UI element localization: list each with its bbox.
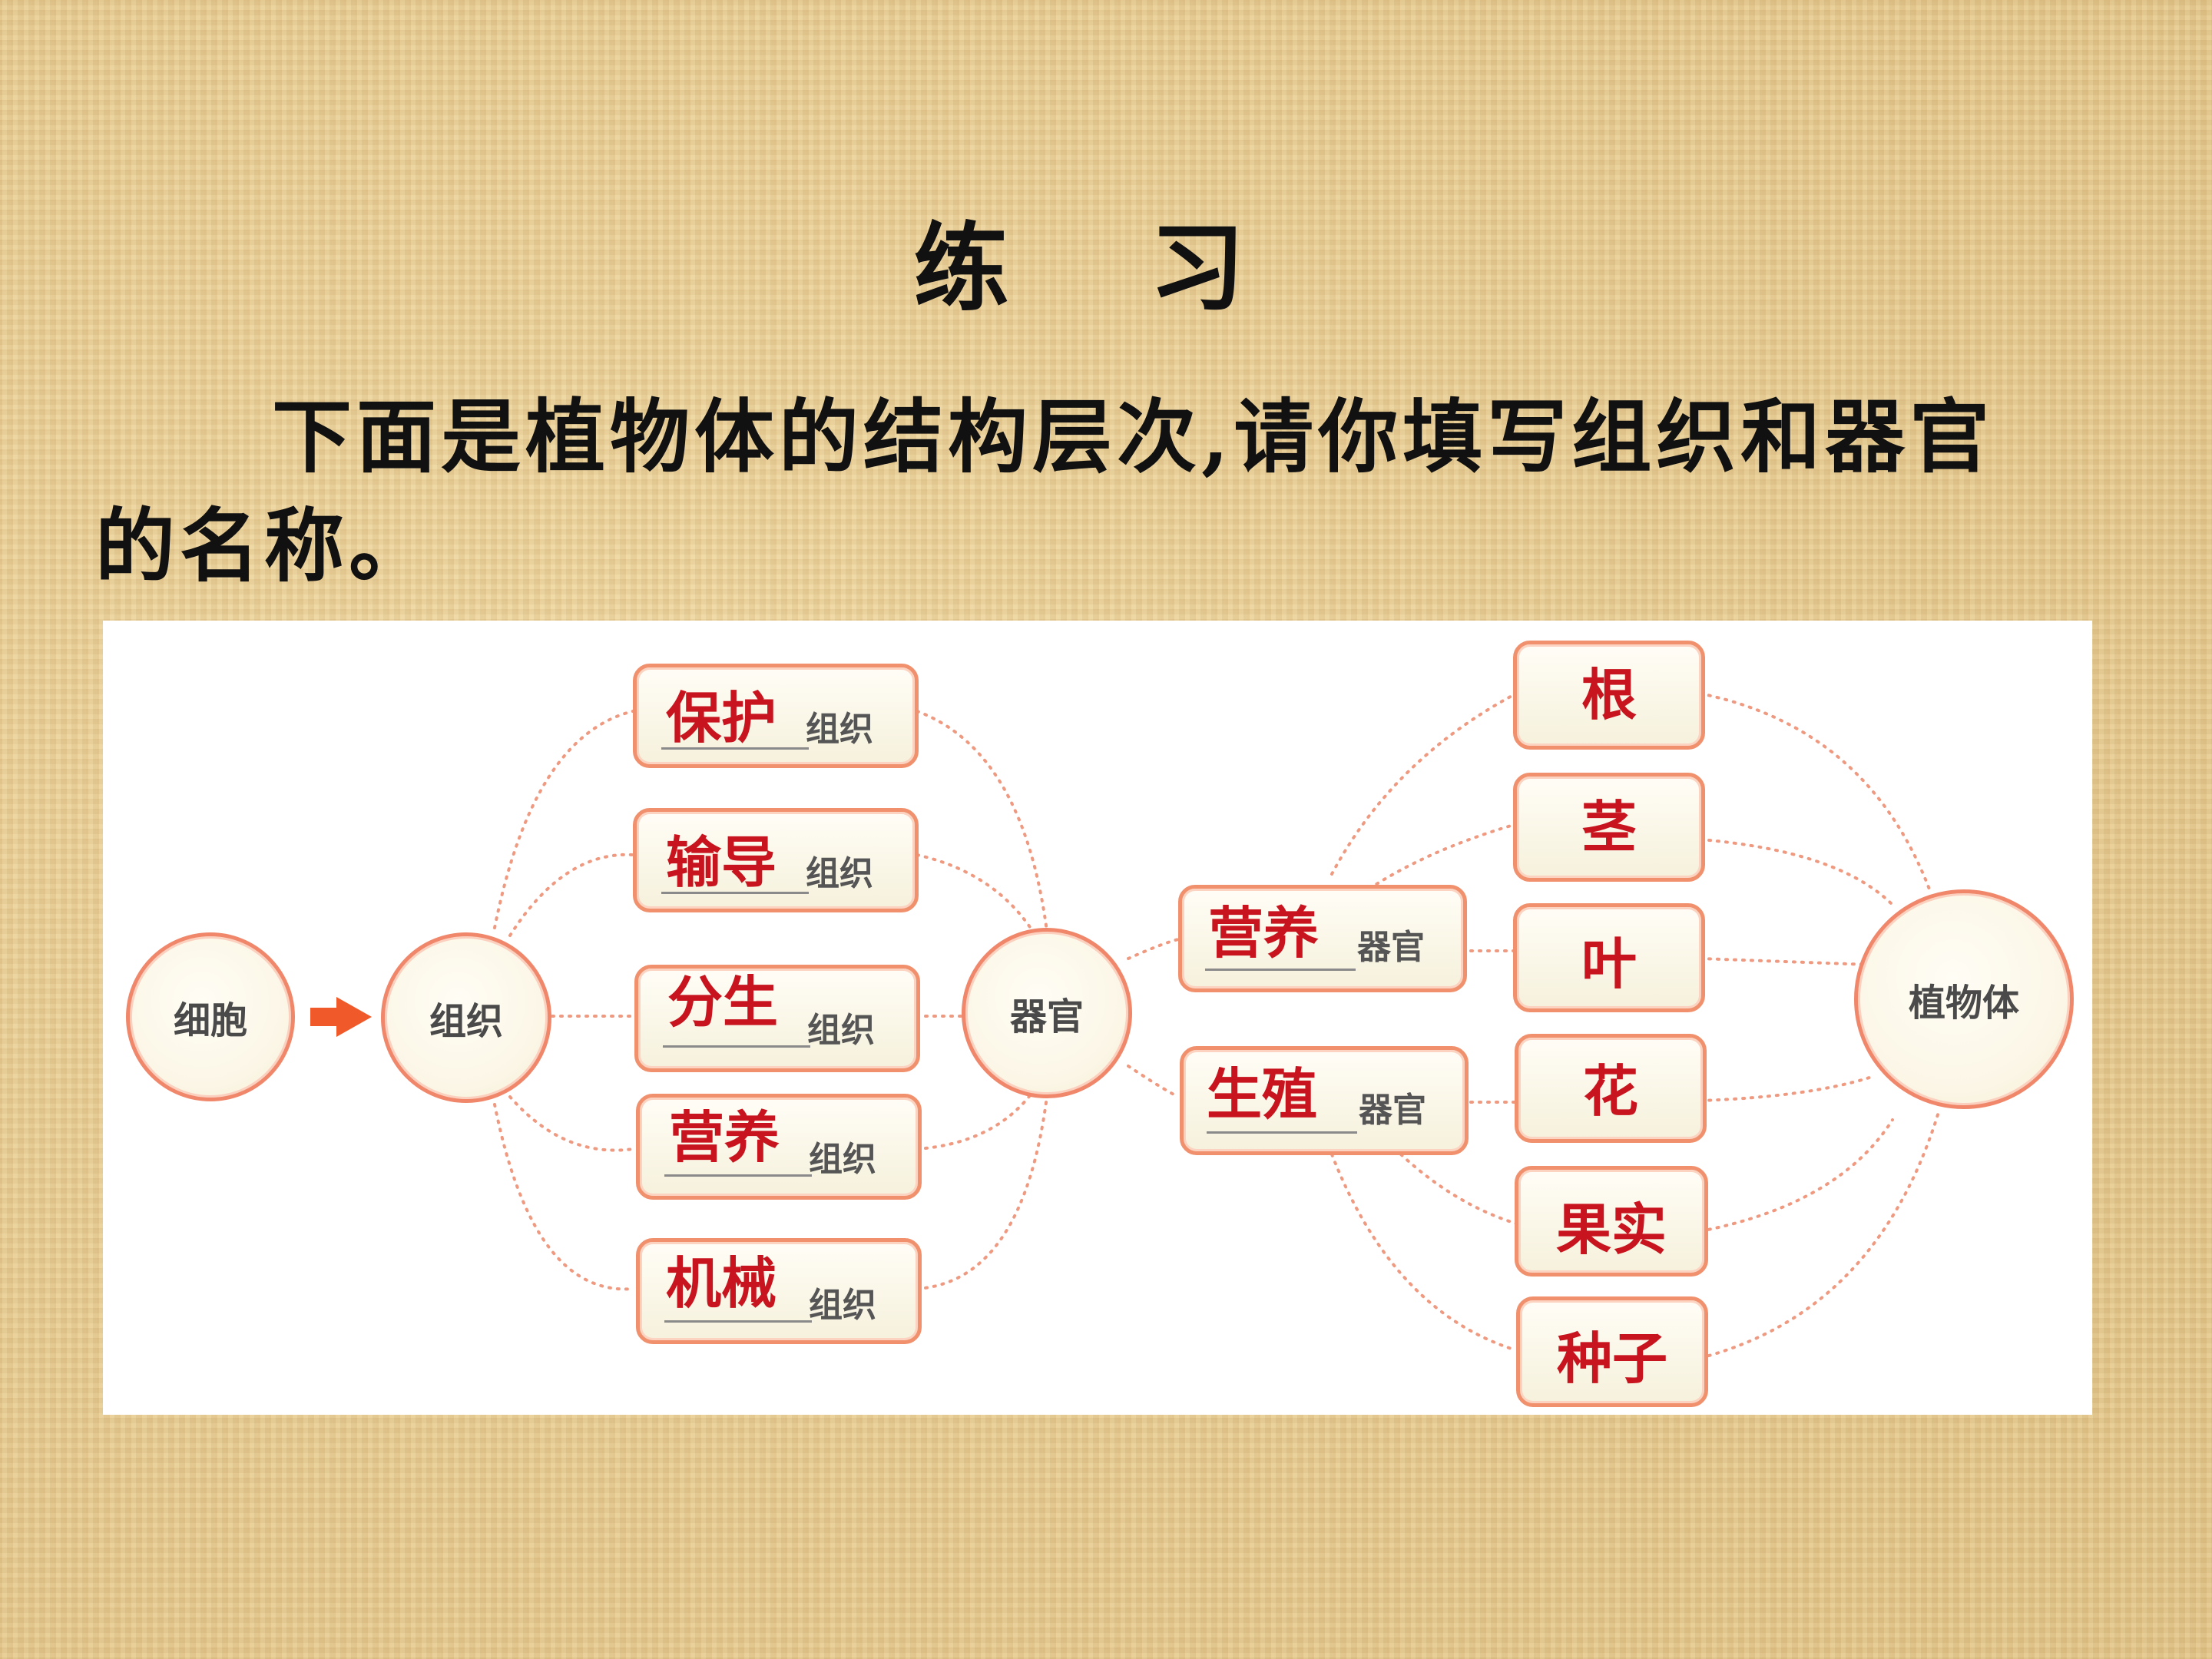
structure-diagram: 细胞 组织 器官 植物体 保护 组织 输导 组织 分生 组织 营养 组织 机械 … xyxy=(103,621,2092,1415)
tissue-box-conductive: 输导 组织 xyxy=(633,808,919,912)
organ-answer: 根 xyxy=(1581,662,1637,727)
connector-plant-3 xyxy=(1699,957,1871,966)
answer-underline xyxy=(661,747,809,750)
connector-organ-5 xyxy=(916,1089,1049,1290)
organ-group-vegetative: 营养 器官 xyxy=(1178,885,1467,992)
organ-answer: 茎 xyxy=(1581,794,1637,859)
tissue-box-mechanical: 机械 组织 xyxy=(636,1238,922,1344)
answer-underline xyxy=(664,1174,812,1177)
connector-tissue-2 xyxy=(508,853,634,937)
connector-tissue-1 xyxy=(493,710,634,929)
tissue-suffix: 组织 xyxy=(809,1286,876,1325)
answer-underline xyxy=(1205,969,1356,971)
organ-answer: 种子 xyxy=(1556,1326,1667,1391)
answer-underline xyxy=(664,1320,812,1323)
connector-organ-1 xyxy=(916,710,1049,939)
tissue-answer: 分生 xyxy=(667,969,779,1035)
connector-plant-4 xyxy=(1699,1076,1871,1102)
instruction-text: 下面是植物体的结构层次,请你填写组织和器官的名称。 xyxy=(95,389,1995,593)
connector-plant-1 xyxy=(1699,692,1932,895)
organ-group-reproductive: 生殖 器官 xyxy=(1180,1046,1469,1155)
plant-circle: 植物体 xyxy=(1854,889,2074,1109)
organ-box-root: 根 xyxy=(1513,641,1705,750)
organ-answer: 叶 xyxy=(1581,931,1637,996)
organ-box-leaf: 叶 xyxy=(1513,903,1705,1012)
tissue-suffix: 组织 xyxy=(806,854,873,893)
organ-box-stem: 茎 xyxy=(1513,773,1705,882)
connector-lines xyxy=(310,692,1940,1359)
tissue-box-nutritive: 营养 组织 xyxy=(636,1094,922,1200)
arrow-icon xyxy=(310,997,372,1037)
connector-root xyxy=(1330,692,1518,876)
tissue-circle: 组织 xyxy=(381,932,551,1103)
connector-group-2 xyxy=(1127,1065,1180,1098)
answer-underline xyxy=(1207,1131,1357,1134)
tissue-answer: 输导 xyxy=(666,830,777,895)
plant-label: 植物体 xyxy=(1908,982,2019,1025)
connector-tissue-5 xyxy=(493,1103,634,1291)
connector-stem xyxy=(1361,823,1518,895)
tissue-suffix: 组织 xyxy=(806,710,873,749)
answer-underline xyxy=(661,892,809,894)
connector-seed xyxy=(1330,1153,1518,1352)
tissue-label: 组织 xyxy=(429,1000,503,1043)
organ-group-answer: 营养 xyxy=(1208,900,1320,965)
organ-circle: 器官 xyxy=(962,928,1132,1098)
slide-title: 练 习 xyxy=(913,213,1299,324)
connector-tissue-4 xyxy=(508,1095,634,1152)
organ-label: 器官 xyxy=(1009,995,1084,1038)
connector-group-1 xyxy=(1127,938,1180,960)
organ-suffix: 器官 xyxy=(1357,928,1425,967)
connector-plant-5 xyxy=(1699,1118,1894,1233)
answer-underline xyxy=(663,1045,810,1048)
organ-answer: 果实 xyxy=(1555,1197,1667,1262)
tissue-suffix: 组织 xyxy=(809,1140,876,1179)
tissue-answer: 机械 xyxy=(666,1250,777,1316)
connector-plant-6 xyxy=(1699,1111,1940,1359)
tissue-answer: 保护 xyxy=(666,685,777,750)
tissue-answer: 营养 xyxy=(669,1104,780,1170)
organ-group-answer: 生殖 xyxy=(1207,1061,1318,1127)
cell-label: 细胞 xyxy=(173,999,247,1042)
tissue-suffix: 组织 xyxy=(807,1011,875,1050)
organ-box-seed: 种子 xyxy=(1516,1296,1708,1407)
cell-circle: 细胞 xyxy=(126,932,295,1101)
connector-organ-2 xyxy=(916,853,1041,945)
tissue-box-protective: 保护 组织 xyxy=(633,664,919,768)
connector-plant-2 xyxy=(1699,838,1894,906)
connector-fruit xyxy=(1399,1153,1518,1225)
organ-suffix: 器官 xyxy=(1359,1091,1426,1130)
organ-answer: 花 xyxy=(1582,1058,1638,1124)
organ-box-flower: 花 xyxy=(1515,1034,1707,1143)
organ-box-fruit: 果实 xyxy=(1515,1166,1708,1277)
tissue-box-meristematic: 分生 组织 xyxy=(634,965,920,1072)
